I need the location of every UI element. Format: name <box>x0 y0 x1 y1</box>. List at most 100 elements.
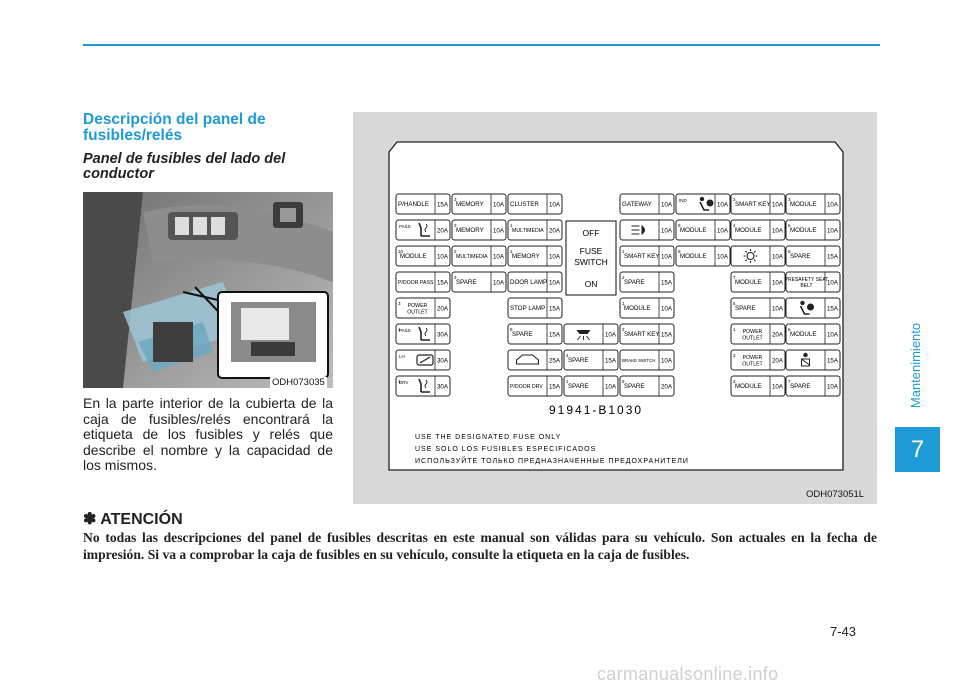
fuse-name: MODULE <box>790 331 816 338</box>
fuse-amperage: 10A <box>827 201 839 208</box>
headlamp-icon <box>631 225 645 235</box>
fuse-amperage: 15A <box>437 201 449 208</box>
fuse-name: STOP LAMP <box>510 305 545 312</box>
fuse-amperage: 10A <box>772 227 784 234</box>
fuse-name: DRV <box>399 380 408 385</box>
fuse-number: 7 <box>733 275 736 280</box>
fuse-number: 2 <box>454 223 457 228</box>
fuse-cell: 10A <box>619 219 675 241</box>
fuse-name: MODULE <box>624 305 650 312</box>
fuse-switch-on: ON <box>585 279 598 289</box>
fuse-number: 6 <box>788 249 791 254</box>
fuse-switch: OFF FUSE SWITCH ON <box>565 220 617 296</box>
fuse-number: 3 <box>788 197 791 202</box>
fuse-amperage: 10A <box>772 383 784 390</box>
fuse-amperage: 15A <box>827 305 839 312</box>
fuse-cell-box <box>619 323 675 345</box>
fuse-number: 2 <box>733 353 736 358</box>
fuse-amperage: 20A <box>437 227 449 234</box>
fuse-cell-box <box>507 349 563 371</box>
fuse-amperage: 10A <box>549 279 561 286</box>
fuse-switch-label-1: FUSE <box>580 246 603 256</box>
fuse-number: 3 <box>398 301 401 306</box>
fuse-amperage: 10A <box>827 227 839 234</box>
fuse-amperage: 15A <box>661 279 673 286</box>
fuse-cell-box <box>730 245 786 267</box>
fuse-name: BRAKE SWITCH <box>622 358 655 363</box>
figure-caption: ODH073051L <box>806 489 865 500</box>
fuse-cell-box <box>619 245 675 267</box>
fuse-name: SPARE <box>790 253 811 260</box>
fuse-number: 1 <box>566 379 569 384</box>
sun-icon <box>743 249 758 263</box>
fuse-cell-box <box>619 349 675 371</box>
fuse-cell-box <box>730 271 786 293</box>
fuse-cell-box <box>730 375 786 397</box>
seat-heater-icon <box>418 378 430 393</box>
fuse-name-line2: OUTLET <box>742 336 763 342</box>
fuse-name: MODULE <box>680 253 706 260</box>
fuse-name: PASS <box>399 328 411 333</box>
fuse-number: 5 <box>733 301 736 306</box>
fuse-cell-box <box>451 271 507 293</box>
photo-caption: ODH073035 <box>270 377 327 388</box>
fuse-cell-box <box>730 349 786 371</box>
fuse-number: 1 <box>398 327 401 332</box>
fuse-cell-box <box>730 297 786 319</box>
fuse-number: 8 <box>510 327 513 332</box>
fuse-name: CLUSTER <box>510 201 539 208</box>
fuse-name: MODULE <box>680 227 706 234</box>
fuse-cell-box <box>785 349 841 371</box>
fuse-number: 5 <box>788 223 791 228</box>
fuse-amperage: 10A <box>661 201 673 208</box>
fuse-name-line1: PRESAFETY SEAT <box>785 277 829 283</box>
fuse-number: 1 <box>510 223 513 228</box>
fuse-name: SPARE <box>568 383 589 390</box>
fuse-cell-box <box>507 375 563 397</box>
fuse-amperage: 10A <box>827 279 839 286</box>
fuse-amperage: 10A <box>772 305 784 312</box>
fuse-cover-photo <box>83 192 333 388</box>
fuse-amperage: 30A <box>437 331 449 338</box>
fuse-amperage: 10A <box>549 201 561 208</box>
car-icon <box>515 354 540 365</box>
fuse-amperage: 10A <box>772 279 784 286</box>
seat-heater-icon <box>418 326 430 341</box>
fuse-name: SMART KEY <box>624 331 660 338</box>
fuse-name: MODULE <box>790 201 816 208</box>
fuse-amperage: 10A <box>661 305 673 312</box>
fuse-amperage: 10A <box>661 253 673 260</box>
fuse-cell-box <box>730 323 786 345</box>
fuse-name: SPARE <box>512 331 533 338</box>
fuse-name: MODULE <box>790 227 816 234</box>
fuse-name-line1: POWER <box>408 303 428 309</box>
fuse-switch-label-2: SWITCH <box>574 257 608 267</box>
fuse-cell-box <box>563 323 619 345</box>
watermark: carmanualsonline.info <box>597 664 779 684</box>
fuse-cell-box <box>451 219 507 241</box>
fuse-amperage: 10A <box>437 253 449 260</box>
fuse-cell-box <box>507 297 563 319</box>
